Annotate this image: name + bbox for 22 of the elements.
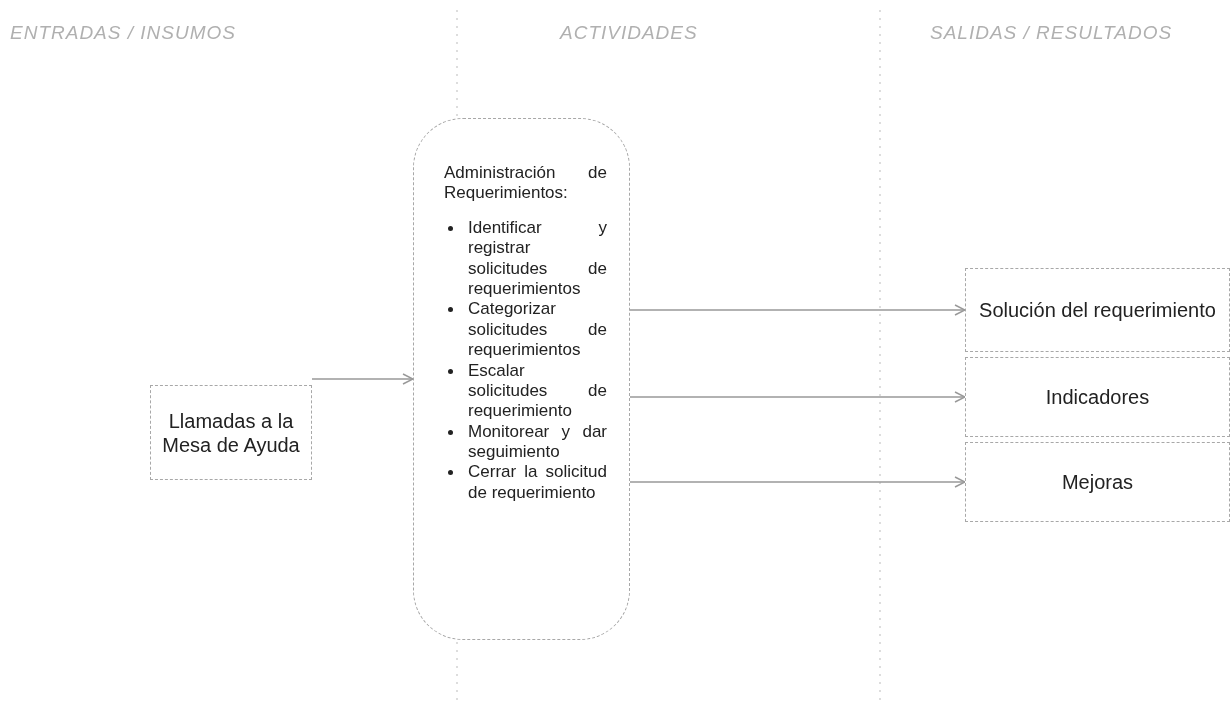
arrow bbox=[629, 391, 966, 403]
node-text: Solución del requerimiento bbox=[979, 298, 1216, 322]
bullet-item: Escalar solicitudes de requerimiento bbox=[468, 360, 607, 421]
output-box bbox=[965, 268, 1230, 352]
column-heading: SALIDAS / RESULTADOS bbox=[930, 22, 1173, 44]
bullet-item: Identificar y registrar solicitudes de requerimientos bbox=[468, 217, 607, 298]
input-box bbox=[150, 385, 312, 480]
output-box bbox=[965, 357, 1230, 437]
node-text: Llamadas a la Mesa de Ayuda bbox=[161, 408, 301, 457]
column-heading: ENTRADAS / INSUMOS bbox=[10, 22, 236, 44]
arrow bbox=[311, 373, 414, 385]
node-text: Mejoras bbox=[1061, 470, 1134, 494]
arrow bbox=[629, 304, 966, 316]
bullet-item: Monitorear y dar seguimiento bbox=[468, 421, 607, 462]
bullet-item: Categorizar solicitudes de requerimientos bbox=[468, 299, 607, 360]
bullet-item: Cerrar la solicitud de requerimiento bbox=[468, 462, 607, 502]
activity-box bbox=[413, 118, 630, 640]
arrow bbox=[629, 476, 966, 488]
column-heading: ACTIVIDADES bbox=[560, 22, 698, 44]
node-text: Indicadores bbox=[1045, 385, 1150, 409]
output-box bbox=[965, 442, 1230, 522]
activity-heading: Administración de Requerimientos: bbox=[444, 163, 607, 204]
